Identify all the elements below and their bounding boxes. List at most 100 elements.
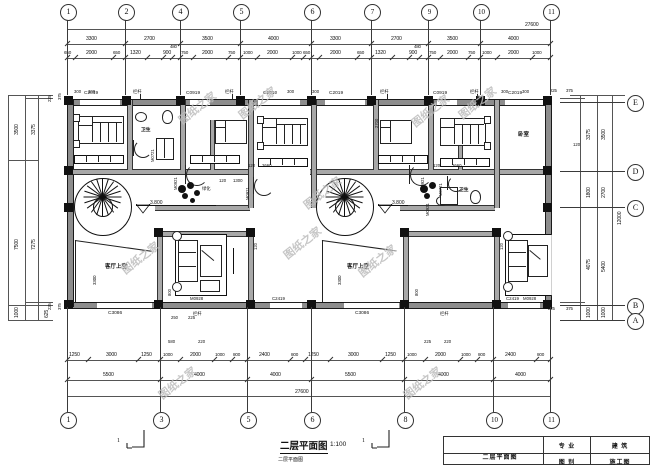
window-label-C2419-1: C2419 [272, 296, 285, 301]
door-label-M0721-2: M0721 [438, 183, 443, 196]
axis-line-5 [240, 19, 241, 95]
dim-note-225-1: 225 [188, 315, 196, 320]
dim-right-main-1: 3500 [601, 129, 607, 140]
partition-v-5 [248, 232, 254, 304]
wardrobe-3 [258, 158, 308, 167]
dim-left-main-1: 3500 [14, 124, 20, 135]
dim-top-det-24: 1000 [532, 50, 542, 55]
dim-left-wall-1: 225 [47, 95, 52, 102]
dim-bot-main-3: 4000 [270, 372, 281, 378]
dim-note-120-1: 120 [248, 163, 256, 168]
window-C3086-2 [344, 302, 399, 309]
watermark-6: 图纸之家 [281, 225, 324, 262]
dim-bot-det-4: 1000 [163, 352, 173, 357]
door-label-M0921-2: M0921 [245, 187, 250, 200]
nightstand-1 [73, 114, 80, 122]
title-block-col1-row2: 图 别 [558, 460, 576, 466]
dim-right-main-3: 5400 [601, 261, 607, 272]
title-block-col2-row2: 施工图 [609, 460, 631, 466]
dim-top-det-21: 750 [468, 50, 476, 55]
column-8 [476, 96, 485, 105]
door-leaf-bed-2 [185, 165, 187, 184]
door-label-M0721-1: M0721 [150, 149, 155, 162]
drawing-title: 二层平面图 [280, 438, 328, 454]
dim-note-120-4: 120 [573, 142, 581, 147]
dim-left-wall-3: 225 [47, 303, 52, 310]
dim-bot-det-10: 1250 [308, 352, 319, 358]
dim-bot-det-16: 800 [478, 352, 486, 357]
elevation-value-2: 3.800 [392, 200, 405, 206]
dim-top-det-9: 750 [228, 50, 236, 55]
dim-top-det-12: 1000 [292, 50, 302, 55]
column-5 [307, 96, 316, 105]
dim-line-bottom-overall [67, 396, 550, 397]
door-arc-bath-1 [134, 140, 152, 158]
column-13 [154, 228, 163, 237]
dim-note-2660-2: 2660 [452, 163, 462, 168]
dim-right-det-2: 1800 [586, 187, 592, 198]
lamp-4 [503, 282, 513, 292]
dim-note-800-2: 800 [414, 289, 419, 296]
grid-bubble-bottom-8: 8 [397, 412, 414, 429]
dim-bot-det-15: 1000 [461, 352, 471, 357]
dim-right-det-4: 1000 [586, 307, 592, 318]
dim-bot-det-2: 3000 [106, 352, 117, 358]
window-label-C3086-1: C3086 [108, 311, 123, 316]
dim-note-300-4: 300 [312, 89, 320, 94]
dim-left-main-2: 7500 [14, 239, 20, 250]
dim-note-120-2: 120 [219, 178, 227, 183]
column-18 [400, 300, 409, 309]
dim-note-120-3: 120 [433, 163, 441, 168]
dim-bot-det-13: 1000 [407, 352, 417, 357]
dim-note-3300-1: 3300 [92, 275, 97, 285]
dim-bot-det-14: 2000 [435, 352, 446, 358]
door-arc-master-1 [254, 176, 274, 196]
dim-note-300-2: 300 [88, 89, 96, 94]
dim-line-bottom-main [67, 380, 550, 381]
section-mark-label-right: 1 [362, 438, 365, 444]
grid-bubble-bottom-11: 11 [543, 412, 560, 429]
grid-bubble-right-B: B [627, 298, 644, 315]
window-C2019-2 [258, 99, 300, 106]
partition-v-11 [403, 232, 409, 304]
grid-bubble-top-5: 6 [304, 4, 321, 21]
grid-bubble-top-8: 10 [473, 4, 490, 21]
section-mark-left [126, 430, 145, 449]
room-label-bedroom-4: 卧室 [518, 132, 530, 138]
dim-top-overall: 27600 [525, 22, 539, 28]
note-railing-1: 栏杆 [133, 89, 142, 94]
title-block-drawing-name: 二层平面图 [482, 455, 518, 461]
chair-1 [200, 280, 220, 292]
dim-left-wall-4: 375 [57, 303, 62, 310]
dim-line-left-outer [8, 95, 9, 320]
door-leaf-bed-3 [409, 165, 411, 184]
elevation-triangle-2 [378, 204, 393, 214]
note-railing-4: 栏杆 [470, 89, 479, 94]
void-wall-right-top [403, 231, 496, 237]
drawing-scale: 1:100 [330, 441, 347, 448]
column-11 [64, 300, 73, 309]
column-15 [246, 300, 255, 309]
wardrobe-2 [190, 155, 240, 164]
dim-top-main-7: 3500 [447, 36, 458, 42]
partition-v-12 [494, 232, 500, 304]
dim-line-top-overall [67, 29, 550, 30]
door-label-M0928-2: M0928 [523, 296, 537, 301]
dim-top-det-4: 1320 [130, 50, 141, 56]
dim-top-det-18: 480 [414, 44, 421, 49]
door-label-M0928-1: M0928 [190, 296, 204, 301]
column-19 [492, 228, 501, 237]
grid-bubble-top-1: 1 [60, 4, 77, 21]
window-C2419-1 [270, 302, 302, 309]
grid-bubble-bottom-6: 6 [304, 412, 321, 429]
dim-bot-main-4: 5500 [345, 372, 356, 378]
column-6 [367, 96, 376, 105]
window-C2019-3 [325, 99, 365, 106]
section-mark-label-left: 1 [117, 438, 120, 444]
dim-left-det-2: 7275 [31, 239, 37, 250]
dim-bot-det-7: 800 [233, 352, 241, 357]
column-20 [492, 300, 501, 309]
door-leaf-bath-2 [447, 176, 449, 190]
door-arc-bath-2 [448, 176, 464, 192]
grid-bubble-right-A: A [627, 313, 644, 330]
